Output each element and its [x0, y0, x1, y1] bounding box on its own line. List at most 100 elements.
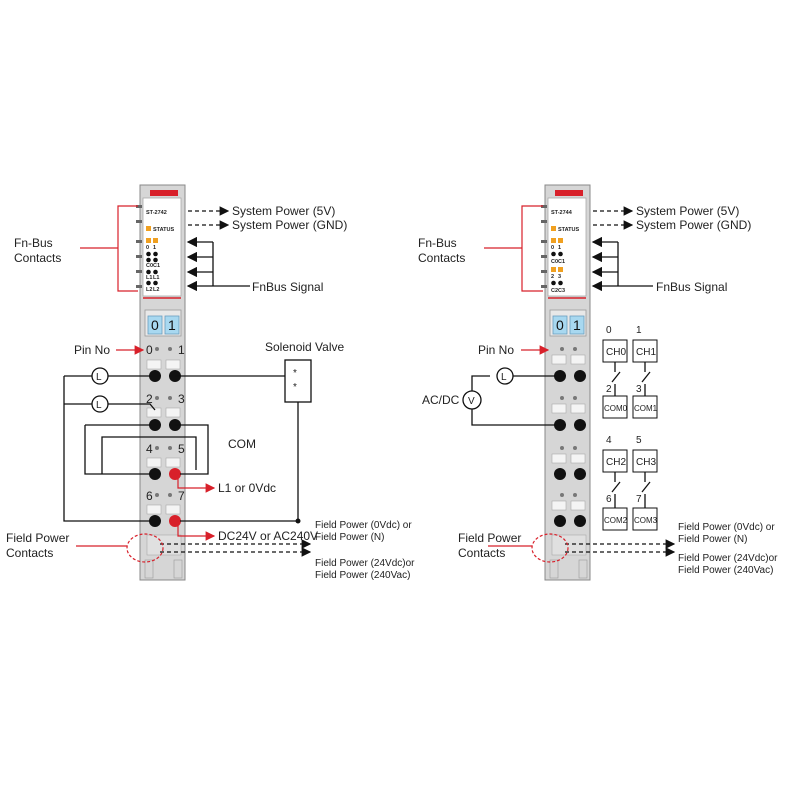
label-field-power-contacts: Contacts: [458, 546, 505, 560]
module-label-panel: [547, 197, 587, 297]
led: [146, 251, 151, 257]
led: [558, 251, 563, 257]
module-top-cap: [555, 190, 583, 196]
led-label: C1: [558, 259, 565, 265]
led: [153, 251, 158, 257]
display-digit: 0: [151, 317, 159, 333]
label-fnbus-contacts: Contacts: [418, 251, 465, 265]
label-field-power-24v: Field Power (24Vdc)or: [315, 558, 415, 569]
relay-pin-number: 4: [606, 435, 612, 446]
label-field-power-contacts: Field Power: [6, 531, 69, 545]
label-fnbus-signal: FnBus Signal: [656, 280, 727, 294]
led: [558, 238, 563, 243]
label-field-power-contacts: Contacts: [6, 546, 53, 560]
led: [153, 269, 158, 275]
led-label: C1: [153, 263, 160, 269]
display-digit: 1: [573, 317, 581, 333]
label-field-power-24v: Field Power (24Vdc)or: [678, 553, 778, 564]
led: [551, 267, 556, 272]
module-st-2744: ST-2744 STATUS 0 1 C0 C1 2 3 C2 C3 0 1: [541, 184, 591, 581]
module-top-cap: [150, 190, 178, 196]
display-digit: 1: [168, 317, 176, 333]
relay-pin-number: 1: [636, 325, 642, 336]
label-supply-voltage: DC24V or AC240V: [218, 529, 318, 543]
channel-label: CH0: [606, 347, 626, 358]
label-fnbus-contacts: Fn-Bus: [418, 236, 457, 250]
module-st-2742: ST-2742 STATUS 0 1 C0 C1 L1 L1 L2 L2: [136, 184, 186, 581]
led-label: L2: [146, 287, 152, 293]
label-field-power-0v: Field Power (N): [678, 534, 747, 545]
label-pin-no: Pin No: [478, 343, 514, 357]
led: [551, 238, 556, 243]
fnbus-contact-pins: [541, 205, 547, 288]
led: [153, 280, 158, 286]
led-label: 0: [146, 245, 149, 251]
solenoid-valve: [284, 359, 312, 403]
pin-number: 4: [146, 442, 153, 456]
label-field-power-0v: Field Power (0Vdc) or: [678, 522, 775, 533]
common-label: COM3: [634, 516, 658, 525]
led-label: L1: [146, 275, 152, 281]
led-label: 0: [551, 245, 554, 251]
svg-text:*: *: [293, 368, 297, 379]
pin-number: 6: [146, 489, 153, 503]
status-label: STATUS: [558, 227, 580, 233]
status-led: [146, 226, 151, 231]
led: [146, 257, 151, 263]
label-system-power-gnd: System Power (GND): [232, 218, 347, 232]
label-com: COM: [228, 437, 256, 451]
label-fnbus-contacts: Fn-Bus: [14, 236, 53, 250]
terminal-block: [146, 359, 181, 527]
voltage-source-label: V: [468, 396, 475, 407]
label-fnbus-signal: FnBus Signal: [252, 280, 323, 294]
common-label: COM1: [634, 404, 658, 413]
display-digit: 0: [556, 317, 564, 333]
led-label: 2: [551, 274, 554, 280]
led: [146, 280, 151, 286]
led-label: C3: [558, 288, 565, 294]
relay-pin-number: 3: [636, 384, 642, 395]
channel-label: CH2: [606, 457, 626, 468]
common-label: COM2: [604, 516, 628, 525]
led: [146, 238, 151, 243]
relay-channels: 0 1 CH0 CH1 2 3 COM0 COM1 4 5 CH2 CH3 6 …: [602, 325, 658, 531]
led-label: 1: [153, 245, 156, 251]
led: [551, 251, 556, 257]
led-label: 1: [558, 245, 561, 251]
status-label: STATUS: [153, 227, 175, 233]
label-fnbus-contacts: Contacts: [14, 251, 61, 265]
pin-number: 5: [178, 442, 185, 456]
led-label: C0: [146, 263, 153, 269]
channel-label: CH3: [636, 457, 656, 468]
relay-pin-number: 0: [606, 325, 612, 336]
label-field-power-0v: Field Power (0Vdc) or: [315, 520, 412, 531]
led: [558, 280, 563, 286]
fnbus-contact-pins: [136, 205, 142, 288]
relay-pin-number: 5: [636, 435, 642, 446]
label-field-power-24v: Field Power (240Vac): [678, 565, 773, 576]
pin-number: 0: [146, 343, 153, 357]
label-system-power-gnd: System Power (GND): [636, 218, 751, 232]
channel-label: CH1: [636, 347, 656, 358]
relay-pin-number: 7: [636, 494, 642, 505]
label-field-power-contacts: Field Power: [458, 531, 521, 545]
load-label: L: [96, 400, 102, 411]
label-system-power-5v: System Power (5V): [636, 204, 739, 218]
label-l1-or-0vdc: L1 or 0Vdc: [218, 481, 276, 495]
led: [153, 257, 158, 263]
common-label: COM0: [604, 404, 628, 413]
led-label: C0: [551, 259, 558, 265]
label-solenoid-valve: Solenoid Valve: [265, 340, 344, 354]
pin-number: 3: [178, 392, 185, 406]
svg-text:*: *: [293, 382, 297, 393]
label-field-power-24v: Field Power (240Vac): [315, 570, 410, 581]
load-label: L: [96, 372, 102, 383]
pin-number: 2: [146, 392, 153, 406]
label-acdc: AC/DC: [422, 393, 460, 407]
pin-number: 7: [178, 489, 185, 503]
label-system-power-5v: System Power (5V): [232, 204, 335, 218]
module-model: ST-2744: [551, 210, 573, 216]
led-label: 3: [558, 274, 561, 280]
led-label: C2: [551, 288, 558, 294]
